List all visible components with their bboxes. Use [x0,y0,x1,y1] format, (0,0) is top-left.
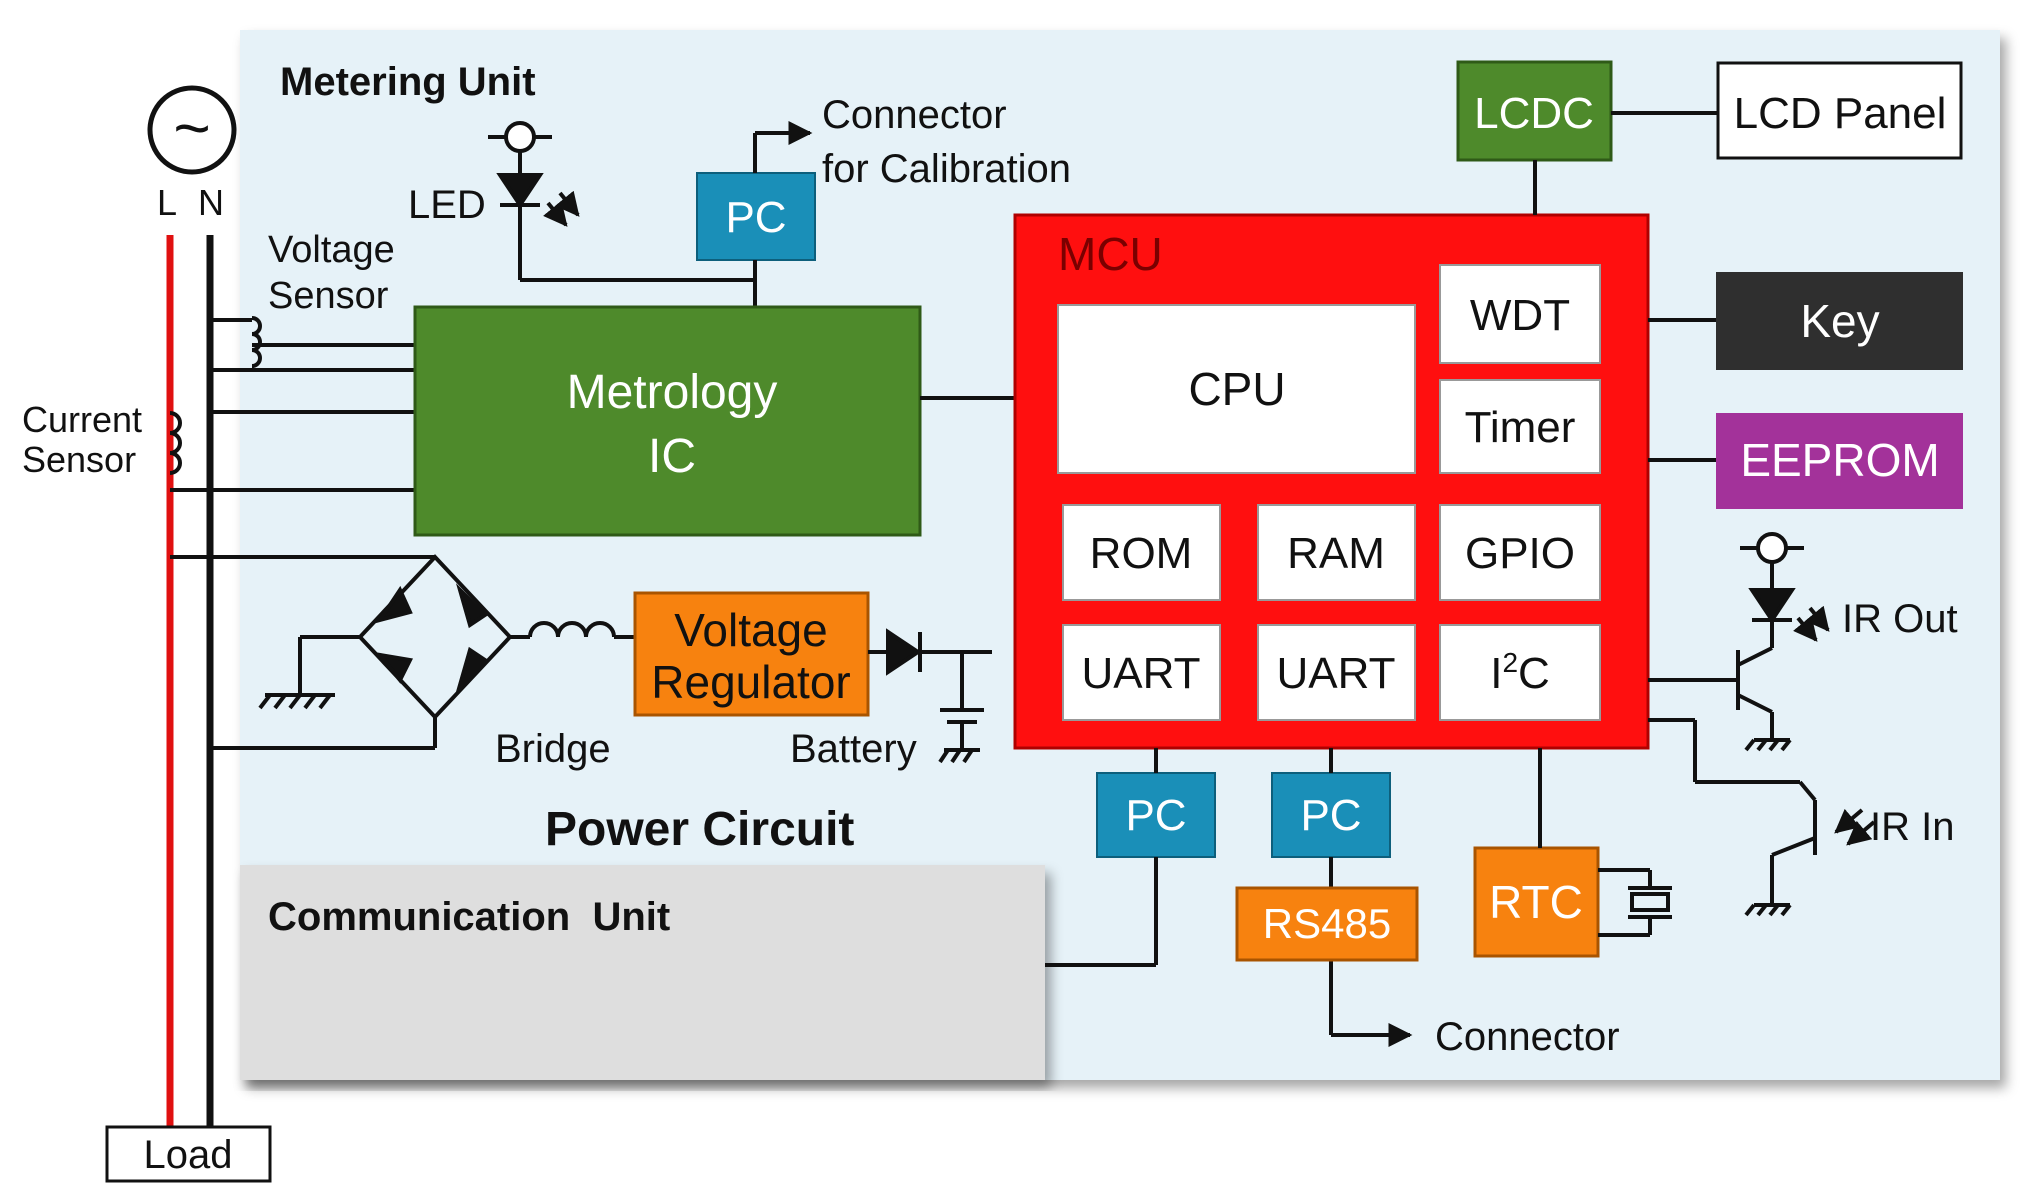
i2c-label-sup: 2 [1502,647,1518,678]
timer-label: Timer [1465,403,1576,452]
current-sensor-coil-icon [169,411,182,475]
uart-1-label: UART [1082,649,1201,698]
comm-wires [1045,748,1413,1047]
i2c-label-base: I [1490,649,1502,698]
rom-label: ROM [1090,529,1193,578]
eeprom-block [1716,413,1963,509]
wdt-block [1439,264,1601,364]
gpio-label: GPIO [1465,529,1575,578]
key-block [1716,272,1963,370]
calibration-wires [753,121,813,307]
power-circuit-label: Power Circuit [545,803,854,856]
voltage-regulator-label-2: Regulator [651,656,850,708]
i2c-block [1439,624,1601,721]
i2c-label-end: C [1518,649,1550,698]
lcd-wires [1533,111,1718,215]
connector-calibration-label-1: Connector [822,93,1007,137]
ir-out-label: IR Out [1842,597,1958,641]
voltage-regulator-label-1: Voltage [674,604,827,656]
crystal-icon [1538,748,1672,937]
voltage-sensor-label-2: Sensor [268,275,389,317]
ac-source-icon [147,85,237,175]
pc-comm-1-label: PC [1125,791,1186,840]
ir-out-icon [1648,532,1830,752]
rs485-block [1235,886,1419,962]
ir-in-icon [1648,718,1876,917]
metrology-ic-label-2: IC [648,430,696,483]
communication-unit-panel [240,865,1045,1080]
cpu-label: CPU [1188,363,1285,415]
battery-label: Battery [790,727,917,771]
led-label: LED [408,183,486,227]
rom-block [1062,504,1221,601]
load-label: Load [144,1133,233,1177]
rtc-label: RTC [1489,876,1583,928]
current-sensor-label-1: Current [22,399,142,440]
led-icon [488,121,755,282]
key-label: Key [1800,295,1879,347]
battery-icon [868,628,992,764]
pc-calibration-label: PC [725,193,786,242]
connector-calibration-label-2: for Calibration [822,147,1071,191]
cpu-block [1057,304,1416,474]
uart-2-label: UART [1277,649,1396,698]
timer-block [1439,379,1601,474]
lcd-panel-block [1716,61,1963,160]
i2c-label: I2C [1490,647,1550,698]
ir-in-label: IR In [1870,805,1954,849]
load-box [105,1125,272,1183]
uart-2-block [1257,624,1416,721]
metrology-ic-label-1: Metrology [567,366,778,419]
line-n-label: N [198,182,224,223]
eeprom-label: EEPROM [1740,434,1939,486]
wdt-label: WDT [1470,291,1570,340]
lcd-panel-label: LCD Panel [1734,89,1947,138]
mcu-label: MCU [1058,228,1163,280]
connector-label: Connector [1435,1015,1620,1059]
uart-1-block [1062,624,1221,721]
line-l-label: L [157,182,177,223]
gpio-block [1439,504,1601,601]
lcdc-label: LCDC [1474,89,1594,138]
pc-calibration-block [696,172,816,261]
metrology-ic-block [413,305,922,537]
ram-block [1257,504,1416,601]
metering-unit-label: Metering Unit [280,60,536,104]
voltage-sensor-label-1: Voltage [268,229,395,271]
pc-comm-2-block [1271,772,1391,858]
key-eeprom-wires [1648,318,1716,462]
bridge-label: Bridge [495,727,611,771]
communication-unit-label: Communication Unit [268,895,670,939]
pc-comm-2-label: PC [1300,791,1361,840]
voltage-sensor-coil-icon [210,316,262,372]
voltage-regulator-block [633,591,870,717]
rs485-label: RS485 [1263,900,1391,947]
rtc-block [1473,846,1600,958]
ac-source-symbol: ~ [173,92,210,164]
ram-label: RAM [1287,529,1385,578]
current-sensor-label-2: Sensor [22,439,136,480]
bridge-rectifier-icon [258,554,635,748]
